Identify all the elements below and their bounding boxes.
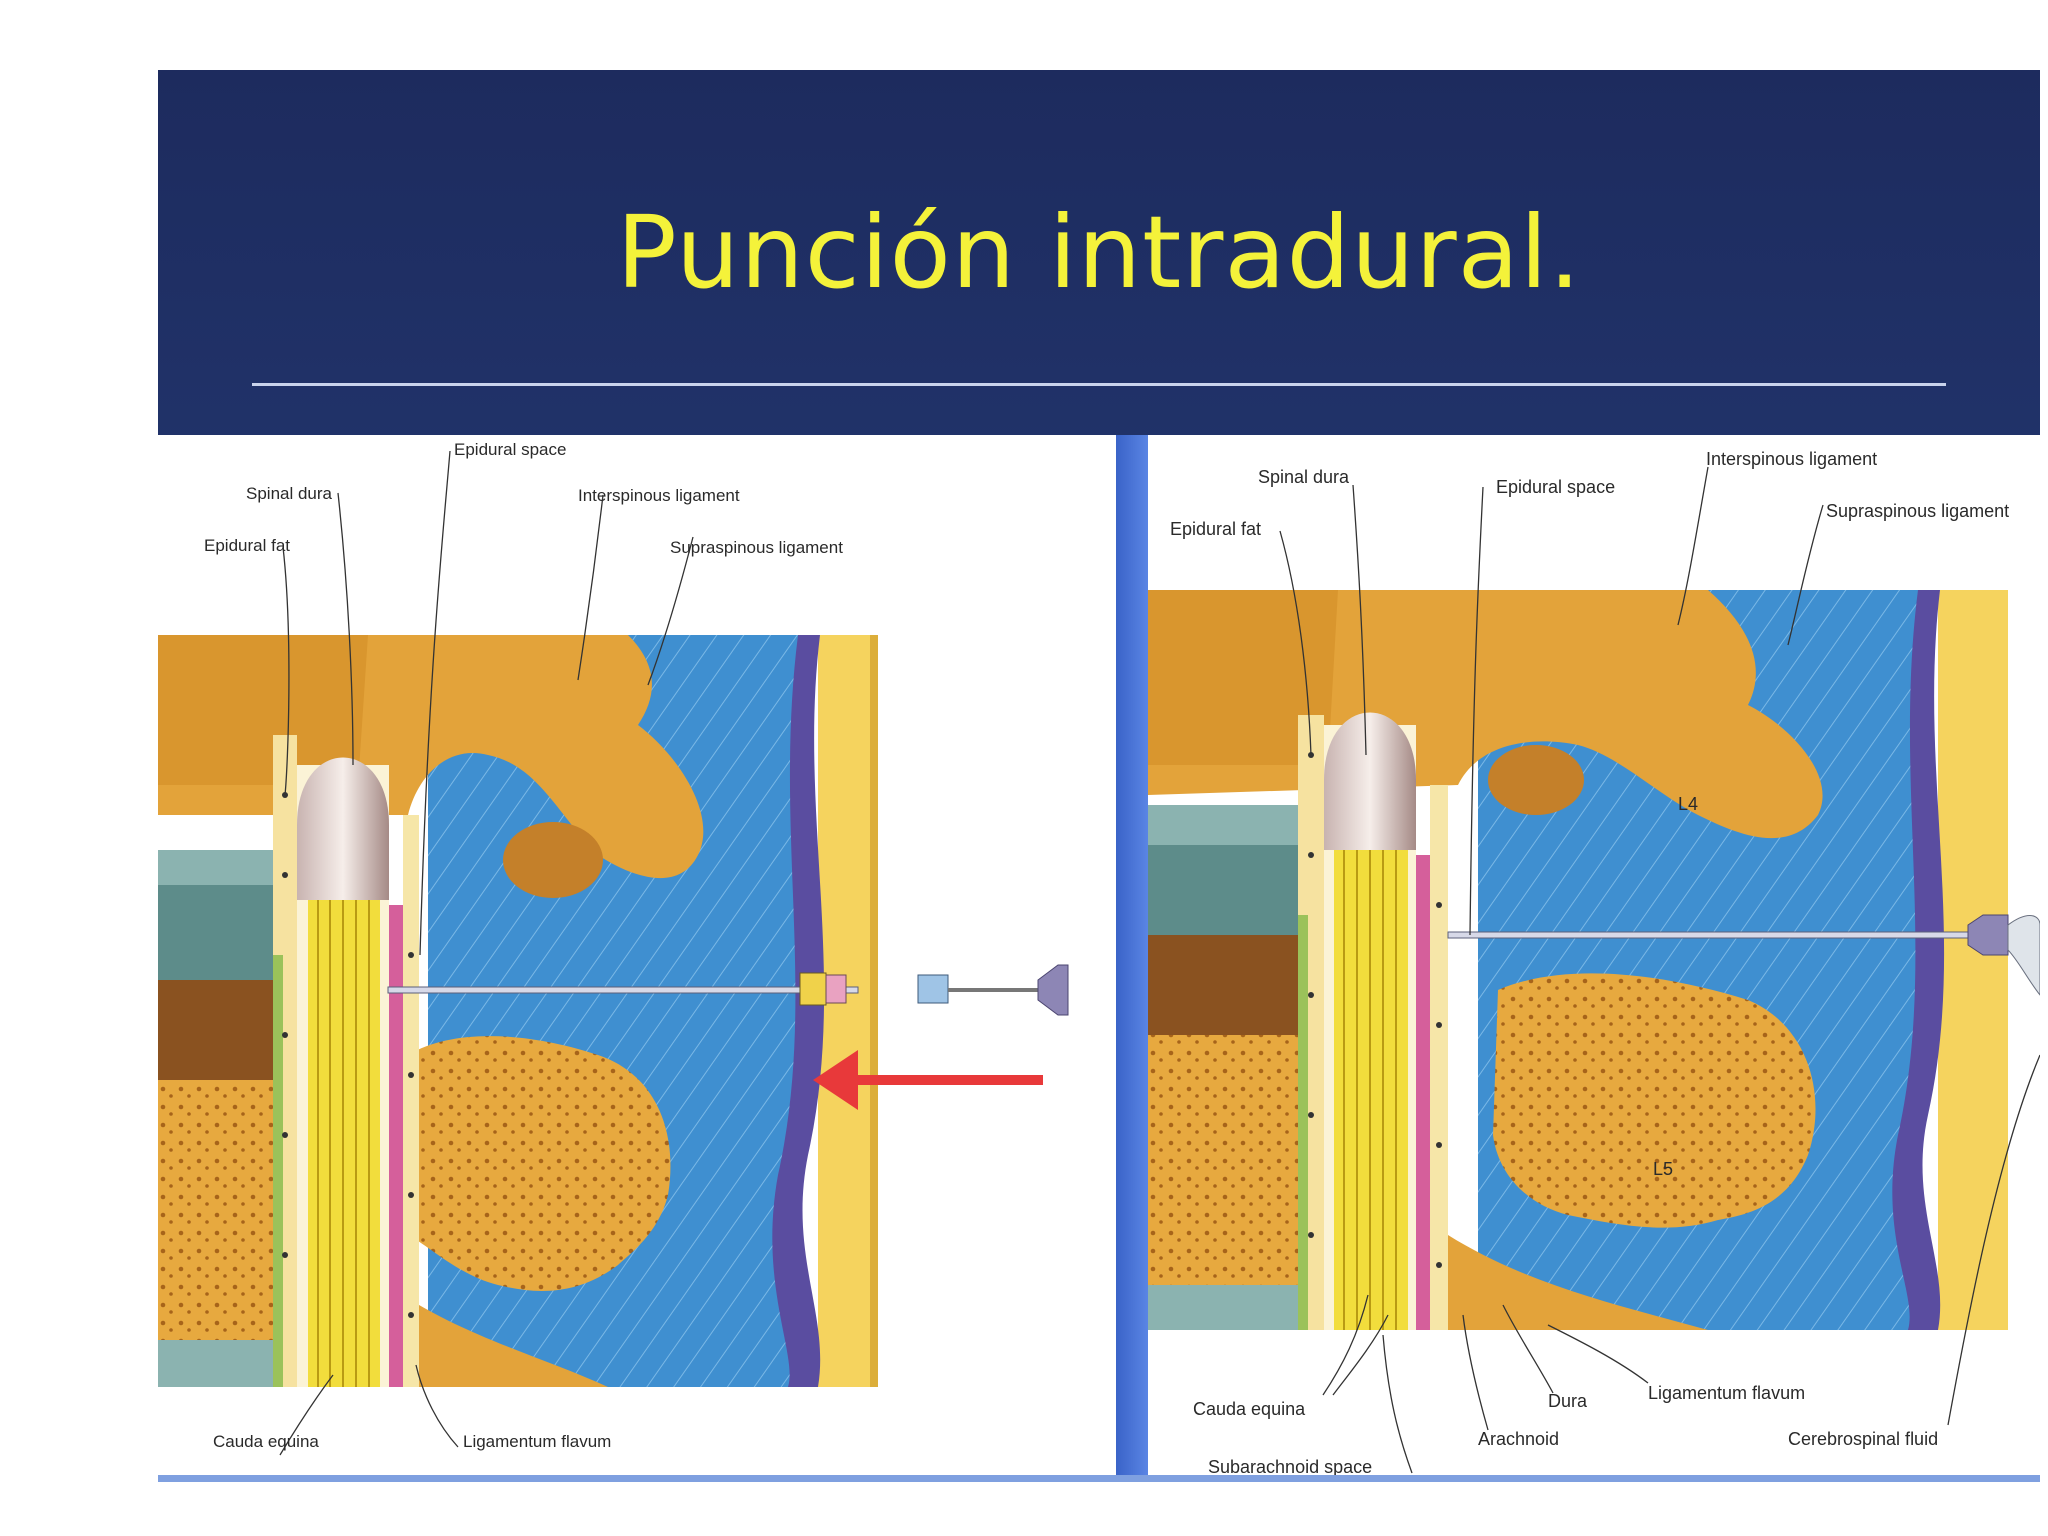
upper-vertebra-shade: [1148, 590, 1338, 765]
label-epidural-fat: Epidural fat: [1170, 519, 1261, 539]
lower-disc: [158, 1340, 273, 1387]
intervertebral-disc: [1148, 845, 1298, 935]
dural-sac-cap: [1324, 780, 1416, 850]
slide-title: Punción intradural.: [616, 194, 1582, 311]
needle-hub: [1967, 914, 2009, 956]
epidural-space-strip: [1430, 785, 1448, 1330]
spinal-needle: [1447, 914, 2040, 996]
label-interspinous-ligament: Interspinous ligament: [1706, 449, 1877, 469]
label-arachnoid: Arachnoid: [1478, 1429, 1559, 1449]
needle-hub-blue: [917, 974, 949, 1004]
lamina-lower: [388, 1285, 608, 1387]
needle-hub-yellow: [799, 972, 827, 1006]
ligamentum-flavum: [389, 905, 403, 1387]
needle-handle: [1037, 964, 1069, 1016]
disc-upper-band: [158, 850, 273, 885]
label-epidural-fat: Epidural fat: [204, 536, 290, 555]
epidural-space-strip: [403, 815, 419, 1387]
dural-sac-top: [1324, 712, 1416, 780]
upper-vertebra-shade: [158, 635, 368, 785]
left-leader-lines: [279, 450, 694, 1456]
epidural-fat-green: [273, 955, 283, 1387]
lower-spinous-process: [408, 1036, 671, 1291]
label-interspinous-ligament: Interspinous ligament: [578, 486, 740, 505]
epidural-fat-green: [1298, 915, 1308, 1330]
left-spine-diagram: Epidural space Spinal dura Interspinous …: [158, 440, 1069, 1456]
right-leader-lines: [1279, 466, 2040, 1474]
label-ligamentum-flavum: Ligamentum flavum: [1648, 1383, 1805, 1403]
label-spinal-dura: Spinal dura: [1258, 467, 1350, 487]
skin-edge: [870, 635, 878, 1387]
label-cauda-equina: Cauda equina: [1193, 1399, 1306, 1419]
insertion-arrow: [813, 1050, 1043, 1110]
right-diagram-panel: Spinal dura Epidural space Interspinous …: [1148, 435, 2040, 1482]
syringe-tip: [2007, 915, 2040, 996]
label-l5: L5: [1653, 1159, 1673, 1179]
label-cauda-equina: Cauda equina: [213, 1432, 319, 1451]
label-ligamentum-flavum: Ligamentum flavum: [463, 1432, 611, 1451]
slide-bottom-band: [158, 1475, 2040, 1482]
cauda-equina-fibers: [1334, 850, 1408, 1330]
vertebral-body-dark: [158, 980, 273, 1080]
label-epidural-space: Epidural space: [454, 440, 566, 459]
right-spine-diagram: Spinal dura Epidural space Interspinous …: [1148, 449, 2040, 1477]
label-cerebrospinal-fluid: Cerebrospinal fluid: [1788, 1429, 1938, 1449]
skin-layer: [818, 635, 876, 1387]
supraspinous-ligament: [1892, 590, 1945, 1330]
facet-joint: [1488, 745, 1584, 815]
label-dura: Dura: [1548, 1391, 1588, 1411]
ligamentum-flavum: [1416, 855, 1430, 1330]
facet-joint: [503, 822, 603, 898]
label-epidural-space: Epidural space: [1496, 477, 1615, 497]
label-subarachnoid-space: Subarachnoid space: [1208, 1457, 1372, 1477]
lower-disc: [1148, 1285, 1298, 1330]
needle-hub-pink: [825, 974, 847, 1004]
disc-upper-band: [1148, 805, 1298, 845]
lamina-lower: [1448, 1235, 1708, 1330]
label-l4: L4: [1678, 794, 1698, 814]
title-divider: [252, 383, 1946, 386]
label-supraspinous-ligament: Supraspinous ligament: [1826, 501, 2009, 521]
vertebral-body-dark: [1148, 935, 1298, 1035]
skin-layer: [1938, 590, 2008, 1330]
label-spinal-dura: Spinal dura: [246, 484, 333, 503]
lower-spinous-process-l5: [1493, 973, 1816, 1228]
vertebral-body: [158, 1080, 273, 1340]
slide: Punción intradural.: [158, 70, 2040, 1482]
panel-separator: [1116, 435, 1148, 1482]
intervertebral-disc: [158, 885, 273, 980]
vertebral-body: [1148, 1035, 1298, 1285]
cauda-equina-fibers: [308, 900, 380, 1387]
spinal-needle: [387, 964, 1069, 1016]
dural-sac-top: [297, 757, 389, 825]
label-supraspinous-ligament: Supraspinous ligament: [670, 538, 843, 557]
dural-sac-cap: [297, 825, 389, 900]
left-diagram-panel: Epidural space Spinal dura Interspinous …: [158, 435, 1116, 1482]
supraspinous-ligament: [772, 635, 825, 1387]
